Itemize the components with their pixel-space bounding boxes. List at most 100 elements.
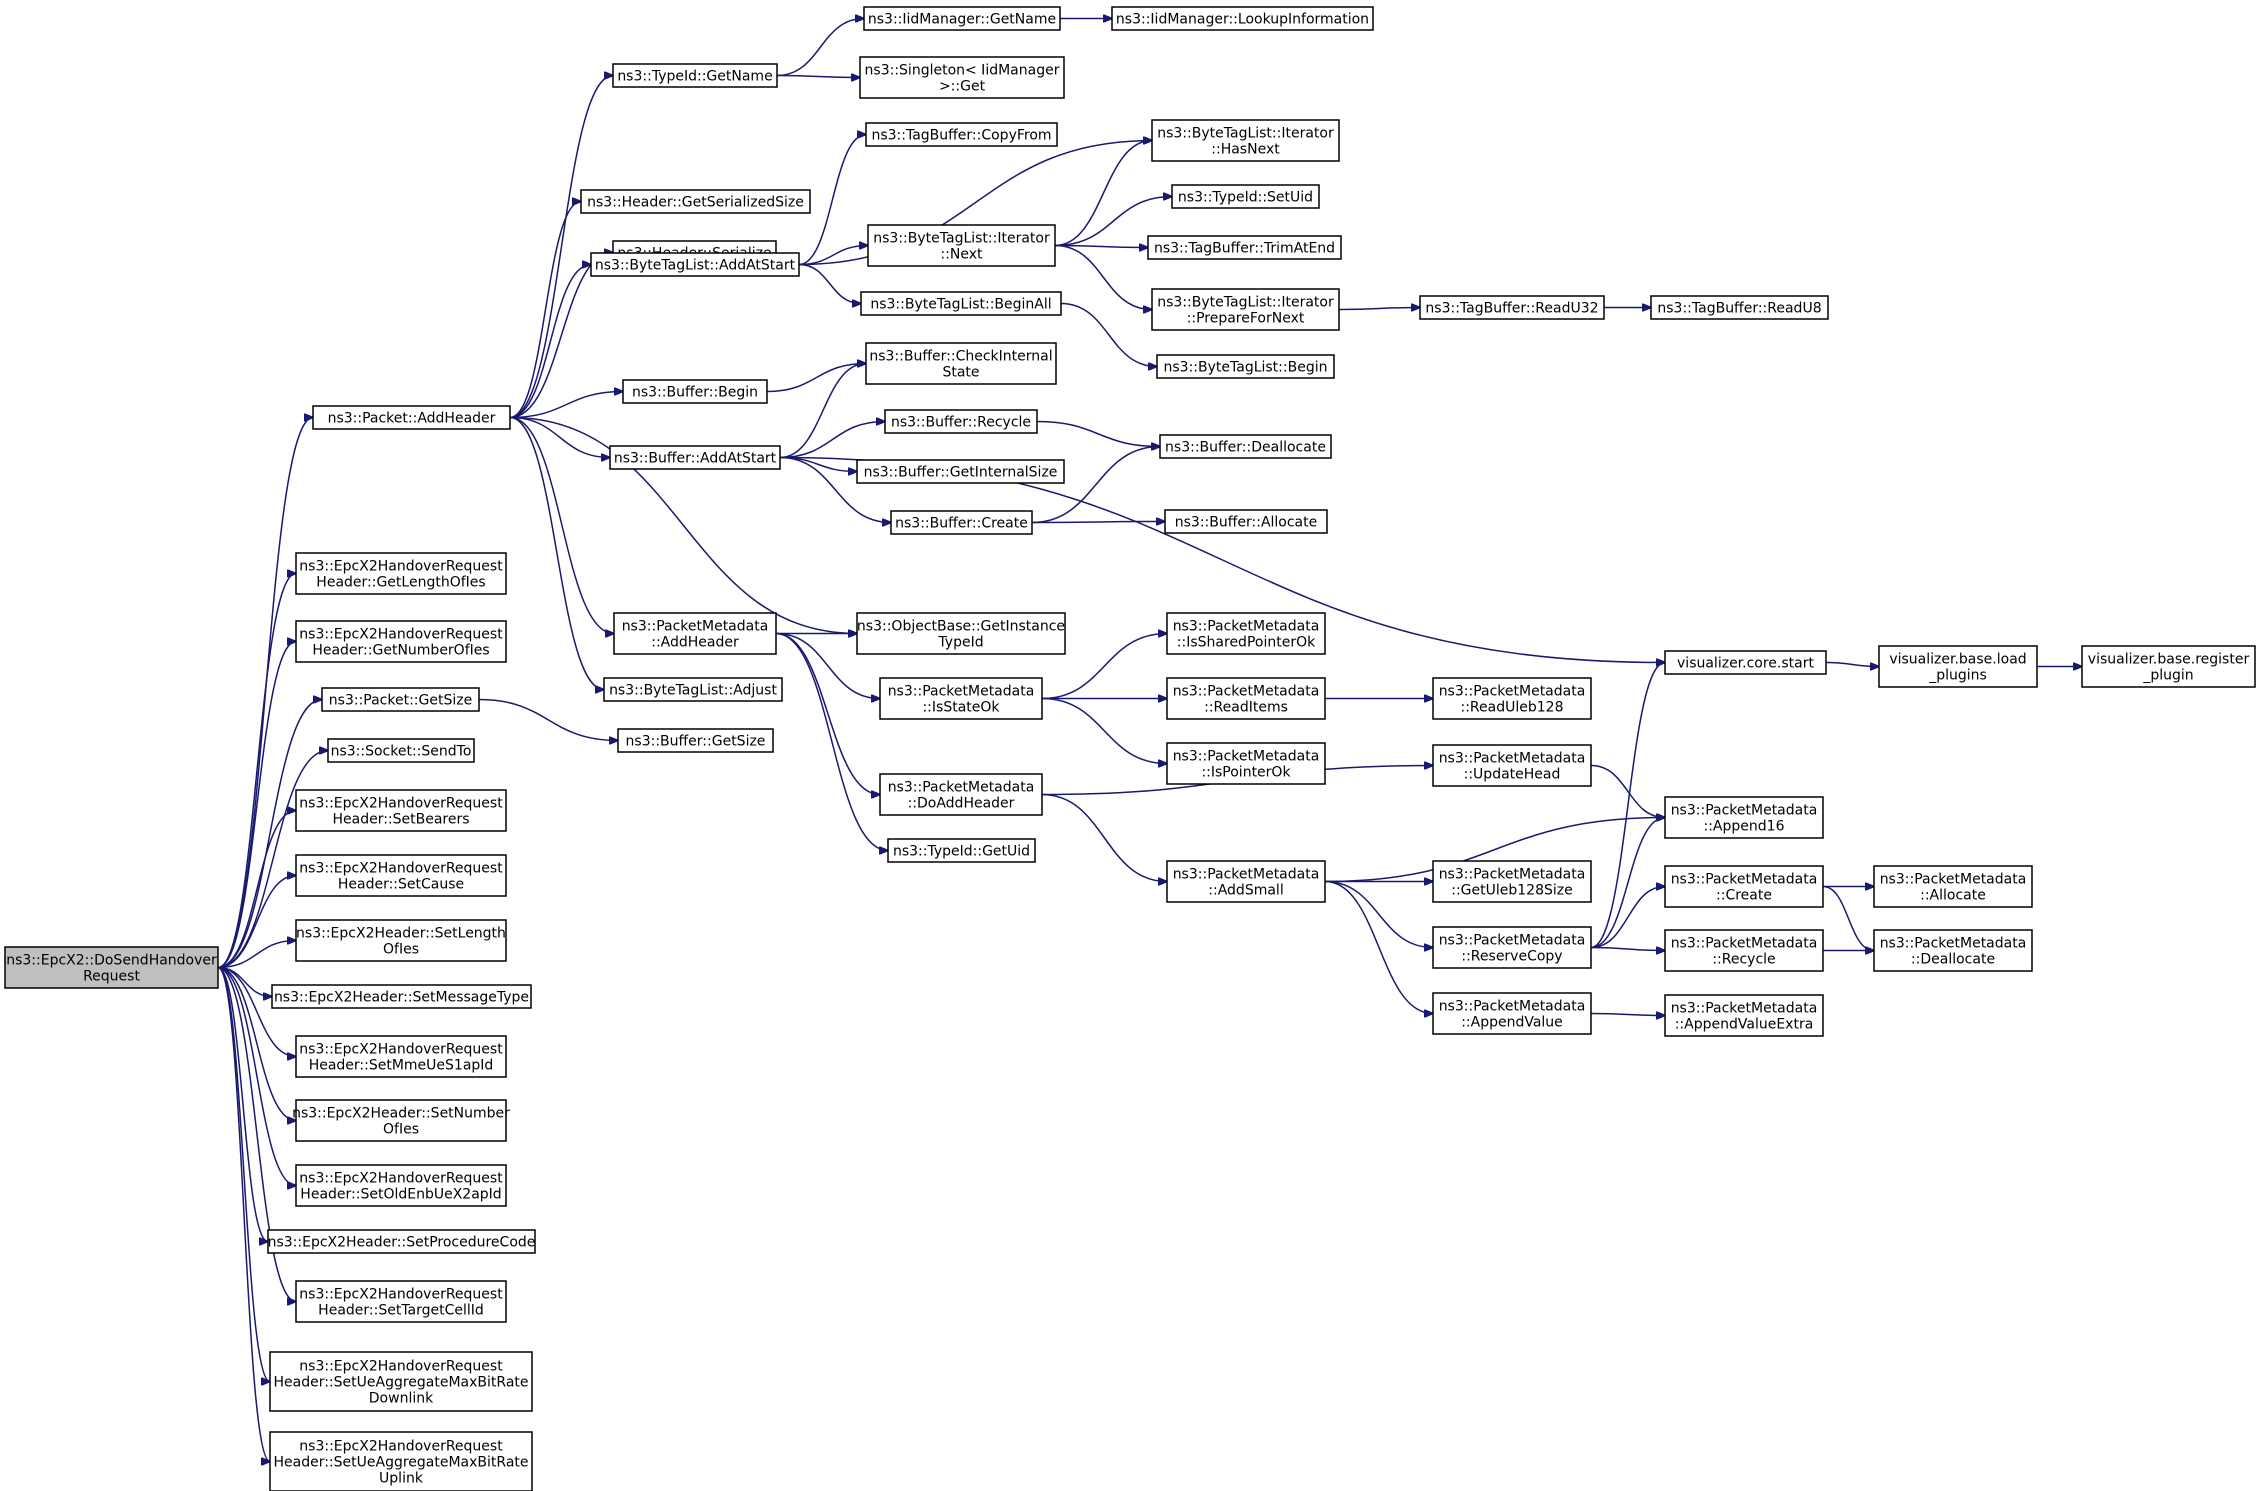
node-pm-create[interactable]: ns3::PacketMetadata::Create [1664, 865, 1824, 908]
node-label: ns3::Packet::AddHeader [328, 411, 496, 427]
node-box [1111, 6, 1374, 31]
node-pm-ispointerok[interactable]: ns3::PacketMetadata::IsPointerOk [1166, 742, 1326, 785]
node-btl-iter-hasnext[interactable]: ns3::ByteTagList::Iterator::HasNext [1151, 119, 1340, 162]
node-buffer-begin[interactable]: ns3::Buffer::Begin [622, 379, 768, 404]
node-socket-sendto[interactable]: ns3::Socket::SendTo [327, 738, 475, 763]
node-pm-recycle[interactable]: ns3::PacketMetadata::Recycle [1664, 929, 1824, 972]
node-pm-addsmall[interactable]: ns3::PacketMetadata::AddSmall [1166, 860, 1326, 903]
node-pm-append16[interactable]: ns3::PacketMetadata::Append16 [1664, 796, 1824, 839]
edge-root-to-set_proc [217, 966, 268, 1242]
edge-add_header-to-typeid_getname [509, 76, 613, 419]
edge-pm_isstateok-to-pm_ispointerok [1041, 697, 1167, 764]
node-box [321, 687, 480, 712]
node-pm-deallocate[interactable]: ns3::PacketMetadata::Deallocate [1873, 929, 2033, 972]
node-tagbuf-readu32[interactable]: ns3::TagBuffer::ReadU32 [1419, 295, 1605, 320]
node-iid-getname[interactable]: ns3::IidManager::GetName [863, 6, 1061, 31]
edge-pm_addsmall-to-pm_append16 [1324, 818, 1665, 883]
node-typeid-getuid[interactable]: ns3::TypeId::GetUid [887, 838, 1036, 863]
node-btl-beginall[interactable]: ns3::ByteTagList::BeginAll [860, 291, 1062, 316]
node-box [1878, 645, 2038, 688]
node-pm-getuleb[interactable]: ns3::PacketMetadata::GetUleb128Size [1432, 860, 1592, 903]
node-pm-updatehead[interactable]: ns3::PacketMetadata::UpdateHead [1432, 744, 1592, 787]
node-tagbuf-readu8[interactable]: ns3::TagBuffer::ReadU8 [1650, 295, 1829, 320]
node-label: ns3::TypeId::GetName [617, 69, 772, 85]
node-label: ns3::PacketMetadata [1439, 684, 1586, 700]
node-pm-addheader[interactable]: ns3::PacketMetadata::AddHeader [613, 612, 777, 655]
node-set-msgtype[interactable]: ns3::EpcX2Header::SetMessageType [271, 984, 532, 1009]
node-iid-lookup[interactable]: ns3::IidManager::LookupInformation [1111, 6, 1374, 31]
node-label: ns3::PacketMetadata [1671, 936, 1818, 952]
node-label: ns3::ByteTagList::Begin [1164, 360, 1328, 376]
node-get-length[interactable]: ns3::EpcX2HandoverRequestHeader::GetLeng… [295, 552, 507, 595]
node-set-mme[interactable]: ns3::EpcX2HandoverRequestHeader::SetMmeU… [295, 1035, 507, 1078]
node-pm-reservecopy[interactable]: ns3::PacketMetadata::ReserveCopy [1432, 926, 1592, 969]
node-singleton-get[interactable]: ns3::Singleton< IidManager>::Get [859, 56, 1065, 99]
node-set-ue-up[interactable]: ns3::EpcX2HandoverRequestHeader::SetUeAg… [269, 1431, 533, 1491]
node-btl-adjust[interactable]: ns3::ByteTagList::Adjust [603, 677, 783, 702]
node-btl-iter-prepare[interactable]: ns3::ByteTagList::Iterator::PrepareForNe… [1151, 288, 1340, 331]
edge-pm_addsmall-to-pm_appendvalue [1324, 880, 1433, 1014]
node-set-cause[interactable]: ns3::EpcX2HandoverRequestHeader::SetCaus… [295, 854, 507, 897]
node-btl-iter-next[interactable]: ns3::ByteTagList::Iterator::Next [867, 224, 1056, 267]
node-buffer-getinternalsize[interactable]: ns3::Buffer::GetInternalSize [856, 459, 1065, 484]
node-pm-allocate[interactable]: ns3::PacketMetadata::Allocate [1873, 865, 2033, 908]
edge-buffer_create-to-buffer_deallocate [1031, 447, 1160, 524]
node-label: ns3::IidManager::LookupInformation [1116, 12, 1369, 28]
node-buffer-getsize[interactable]: ns3::Buffer::GetSize [617, 728, 774, 753]
node-buffer-addatstart[interactable]: ns3::Buffer::AddAtStart [609, 445, 781, 470]
node-tagbuf-copyfrom[interactable]: ns3::TagBuffer::CopyFrom [865, 122, 1058, 147]
edge-root-to-set_mme [217, 966, 296, 1057]
node-header-getsersize[interactable]: ns3::Header::GetSerializedSize [580, 189, 811, 214]
node-get-number[interactable]: ns3::EpcX2HandoverRequestHeader::GetNumb… [295, 620, 507, 663]
node-viz-core-start[interactable]: visualizer.core.start [1664, 650, 1827, 675]
node-pm-appendvalueextra[interactable]: ns3::PacketMetadata::AppendValueExtra [1664, 994, 1824, 1037]
node-buffer-deallocate[interactable]: ns3::Buffer::Deallocate [1159, 434, 1332, 459]
node-btl-addatstart[interactable]: ns3::ByteTagList::AddAtStart [590, 252, 800, 277]
node-buffer-recycle[interactable]: ns3::Buffer::Recycle [884, 409, 1038, 434]
node-add-header[interactable]: ns3::Packet::AddHeader [312, 405, 511, 430]
node-label: ns3::Singleton< IidManager [865, 63, 1060, 79]
node-label: Request [83, 969, 140, 985]
node-pm-doaddheader[interactable]: ns3::PacketMetadata::DoAddHeader [879, 773, 1043, 816]
node-label: ns3::ByteTagList::Iterator [1157, 295, 1334, 311]
node-box [1432, 992, 1592, 1035]
node-label: ::Recycle [1712, 952, 1775, 968]
node-set-oldenb[interactable]: ns3::EpcX2HandoverRequestHeader::SetOldE… [295, 1164, 507, 1207]
node-set-ue-down[interactable]: ns3::EpcX2HandoverRequestHeader::SetUeAg… [269, 1351, 533, 1412]
node-label: ::IsSharedPointerOk [1177, 635, 1316, 651]
node-box [2081, 645, 2256, 688]
node-box [271, 984, 532, 1009]
node-pm-readuleb[interactable]: ns3::PacketMetadata::ReadUleb128 [1432, 677, 1592, 720]
node-typeid-getname[interactable]: ns3::TypeId::GetName [612, 63, 778, 88]
node-packet-getsize[interactable]: ns3::Packet::GetSize [321, 687, 480, 712]
node-label: ns3::Header::GetSerializedSize [587, 195, 804, 211]
node-pm-appendvalue[interactable]: ns3::PacketMetadata::AppendValue [1432, 992, 1592, 1035]
node-tagbuf-trimatend[interactable]: ns3::TagBuffer::TrimAtEnd [1147, 235, 1342, 260]
node-buffer-create[interactable]: ns3::Buffer::Create [890, 510, 1033, 535]
node-label: OfIes [383, 1122, 419, 1138]
node-label: ::Allocate [1920, 888, 1986, 904]
node-pm-isstateok[interactable]: ns3::PacketMetadata::IsStateOk [879, 677, 1043, 720]
node-viz-base-register[interactable]: visualizer.base.register_plugin [2081, 645, 2256, 688]
node-box [859, 56, 1065, 99]
edge-buffer_addatstart-to-buffer_checkinternal [779, 364, 866, 459]
node-buffer-allocate[interactable]: ns3::Buffer::Allocate [1164, 509, 1328, 534]
node-set-proc[interactable]: ns3::EpcX2Header::SetProcedureCode [267, 1229, 536, 1254]
node-viz-base-load[interactable]: visualizer.base.load_plugins [1878, 645, 2038, 688]
node-box [609, 445, 781, 470]
node-label: ns3::Buffer::Create [895, 516, 1028, 532]
node-btl-begin[interactable]: ns3::ByteTagList::Begin [1156, 354, 1335, 379]
node-set-bearers[interactable]: ns3::EpcX2HandoverRequestHeader::SetBear… [295, 789, 507, 832]
node-box [295, 1280, 507, 1323]
node-pm-issharedptr[interactable]: ns3::PacketMetadata::IsSharedPointerOk [1166, 612, 1326, 655]
node-pm-readitems[interactable]: ns3::PacketMetadata::ReadItems [1166, 677, 1326, 720]
edge-packet_getsize-to-buffer_getsize [478, 698, 618, 741]
node-set-target[interactable]: ns3::EpcX2HandoverRequestHeader::SetTarg… [295, 1280, 507, 1323]
node-typeid-setuid[interactable]: ns3::TypeId::SetUid [1171, 184, 1320, 209]
node-box [887, 838, 1036, 863]
